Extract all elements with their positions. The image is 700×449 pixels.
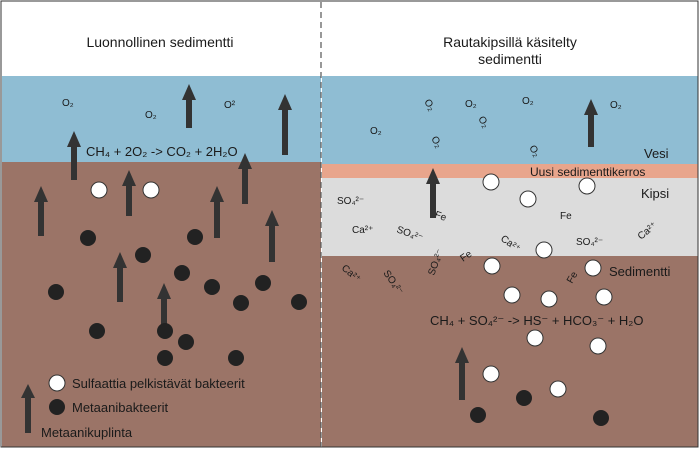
methane-bubble-arrow [278, 94, 292, 155]
left-o2-label: O² [224, 100, 236, 111]
legend-bubble-arrow-icon [21, 384, 35, 433]
layer-label-sediment: Sedimentti [609, 264, 671, 279]
methane-bubble-arrow [182, 84, 196, 128]
methane-bacteria-dot [228, 350, 244, 366]
sulfate-bacteria-dot [142, 181, 160, 199]
right-o2-label: O₂ [421, 98, 436, 114]
methane-bacteria-dot [516, 390, 532, 406]
methane-bubble-arrow [67, 131, 81, 180]
methane-bubble-arrow [238, 153, 252, 204]
right-o2-label: O₂ [370, 126, 382, 137]
fe-label: Fe [560, 211, 572, 222]
sulfate-bacteria-dot [595, 288, 613, 306]
right-sediment-layer [322, 256, 698, 447]
right-equation: CH₄ + SO₄²⁻ -> HS⁻ + HCO₃⁻ + H₂O [430, 313, 643, 328]
right-panel-title-line1: Rautakipsillä käsitelty [443, 34, 577, 50]
methane-bacteria-dot [89, 323, 105, 339]
sulfate-bacteria-dot [482, 173, 500, 191]
right-o2-label: O₂ [475, 115, 490, 131]
right-o2-label: O₂ [610, 100, 622, 111]
layer-label-new-sediment: Uusi sedimenttikerros [530, 165, 645, 179]
methane-bacteria-dot [157, 323, 173, 339]
right-panel-title-line2: sedimentti [478, 51, 542, 67]
sulfate-bacteria-dot [519, 190, 537, 208]
methane-bacteria-dot [204, 279, 220, 295]
sulfate-bacteria-dot [482, 365, 500, 383]
right-o2-label: O₂ [526, 144, 541, 160]
methane-bacteria-dot [174, 265, 190, 281]
methane-bacteria-dot [48, 284, 64, 300]
sulfate-bacteria-dot [589, 337, 607, 355]
sulfate-bacteria-dot [90, 181, 108, 199]
sulfate-bacteria-dot [483, 257, 501, 275]
left-water-layer [2, 76, 321, 162]
left-o2-label: O₂ [145, 110, 157, 121]
left-equation: CH₄ + 2O₂ -> CO₂ + 2H₂O [86, 144, 238, 159]
methane-bubble-arrow [584, 99, 598, 147]
methane-bubble-arrow [210, 186, 224, 238]
right-panel-title: Rautakipsillä käsitelty sedimentti [400, 34, 620, 68]
legend-sulfate-text: Sulfaattia pelkistävät bakteerit [72, 376, 245, 391]
layer-label-water: Vesi [644, 146, 669, 161]
methane-bubble-arrow [122, 170, 136, 216]
methane-bubble-arrow [265, 210, 279, 262]
bubble-arrows [34, 84, 598, 400]
ca-label: Ca²⁺ [352, 225, 373, 236]
legend-sulfate-bacteria-icon [48, 374, 66, 392]
layer-label-gypsum: Kipsi [641, 186, 669, 201]
methane-bacteria-dot [157, 350, 173, 366]
methane-bubble-arrow [113, 252, 127, 302]
methane-bacteria-dot [593, 410, 609, 426]
right-o2-label: O₂ [522, 96, 534, 107]
so4-label: SO₄²⁻ [576, 237, 603, 248]
so4-label: SO₄²⁻ [337, 196, 364, 207]
sulfate-bacteria-dot [584, 259, 602, 277]
legend-bubbles-text: Metaanikuplinta [41, 425, 133, 440]
methane-bubble-arrow [455, 347, 469, 400]
right-water-layer [322, 76, 698, 164]
sulfate-bacteria-dot [526, 329, 544, 347]
sulfate-bacteria-dot [540, 290, 558, 308]
methane-bacteria-dot [233, 295, 249, 311]
right-gypsum-layer [322, 178, 698, 256]
methane-bubble-arrow [157, 283, 171, 333]
methane-bacteria-dot [255, 275, 271, 291]
right-new-sediment-layer [322, 164, 698, 178]
methane-bacteria-dot [187, 229, 203, 245]
right-o2-label: O₂ [465, 99, 477, 110]
methane-bacteria-dot [178, 334, 194, 350]
bacteria-dots [48, 173, 613, 426]
methane-bubble-arrow [426, 168, 440, 218]
fe-label: Fe [433, 209, 448, 223]
methane-bacteria-dot [291, 294, 307, 310]
legend-methane-text: Metaanibakteerit [72, 400, 168, 415]
right-o2-label: O₂ [428, 135, 443, 151]
methane-bacteria-dot [135, 247, 151, 263]
methane-bubble-arrow [34, 186, 48, 236]
sulfate-bacteria-dot [535, 241, 553, 259]
fe-label: Fe [565, 270, 581, 286]
methane-bacteria-dot [80, 230, 96, 246]
sulfate-bacteria-dot [578, 177, 596, 195]
left-panel-title-text: Luonnollinen sedimentti [86, 34, 234, 50]
left-panel-title: Luonnollinen sedimentti [40, 34, 280, 51]
left-o2-label: O₂ [62, 98, 74, 109]
sulfate-bacteria-dot [503, 286, 521, 304]
legend-methane-bacteria-icon [49, 399, 65, 415]
methane-bacteria-dot [470, 407, 486, 423]
sulfate-bacteria-dot [549, 380, 567, 398]
